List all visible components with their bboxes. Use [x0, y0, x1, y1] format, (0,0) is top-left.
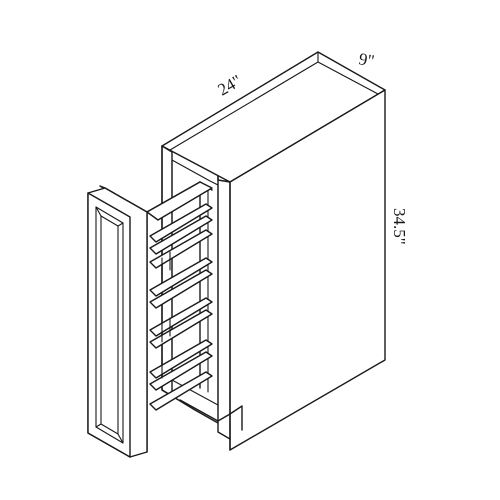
rack-shelf-3-lip: [149, 297, 213, 337]
dimension-depth-label: 24": [215, 71, 245, 99]
dimension-width-label: 9": [357, 49, 376, 70]
pullout-rack: [146, 181, 213, 411]
rack-top-rail: [146, 181, 213, 221]
rack-shelf-2: [149, 229, 213, 269]
rack-shelf-1: [149, 203, 213, 243]
drawer-bevel-corner-tr: [117, 222, 124, 227]
drawer-bevel-corner-bl: [95, 423, 102, 428]
rack-shelf-4: [149, 309, 213, 349]
rack-shelf-3: [149, 269, 213, 309]
drawer-front-frame: [87, 192, 131, 458]
dimension-height-label: 34.5": [390, 208, 409, 245]
cabinet-opening-bottom: [171, 379, 219, 406]
drawer-bevel-corner-tl: [95, 206, 102, 217]
rack-shelf-5: [149, 351, 213, 391]
rack-shelf-4-lip: [149, 339, 213, 379]
rack-shelf-1-lip: [149, 215, 213, 255]
cabinet-opening-top: [171, 159, 219, 186]
cabinet-front-left-stile: [161, 145, 173, 397]
rack-bottom-rail: [149, 371, 213, 411]
cabinet-box: [161, 51, 386, 451]
cabinet-top-inner-rim: [169, 61, 379, 151]
cabinet-front-outline: [161, 145, 231, 440]
drawer-bevel-corner-br: [117, 433, 124, 444]
drawer-front: [87, 185, 148, 458]
rack-shelf-2-lip: [149, 257, 213, 297]
